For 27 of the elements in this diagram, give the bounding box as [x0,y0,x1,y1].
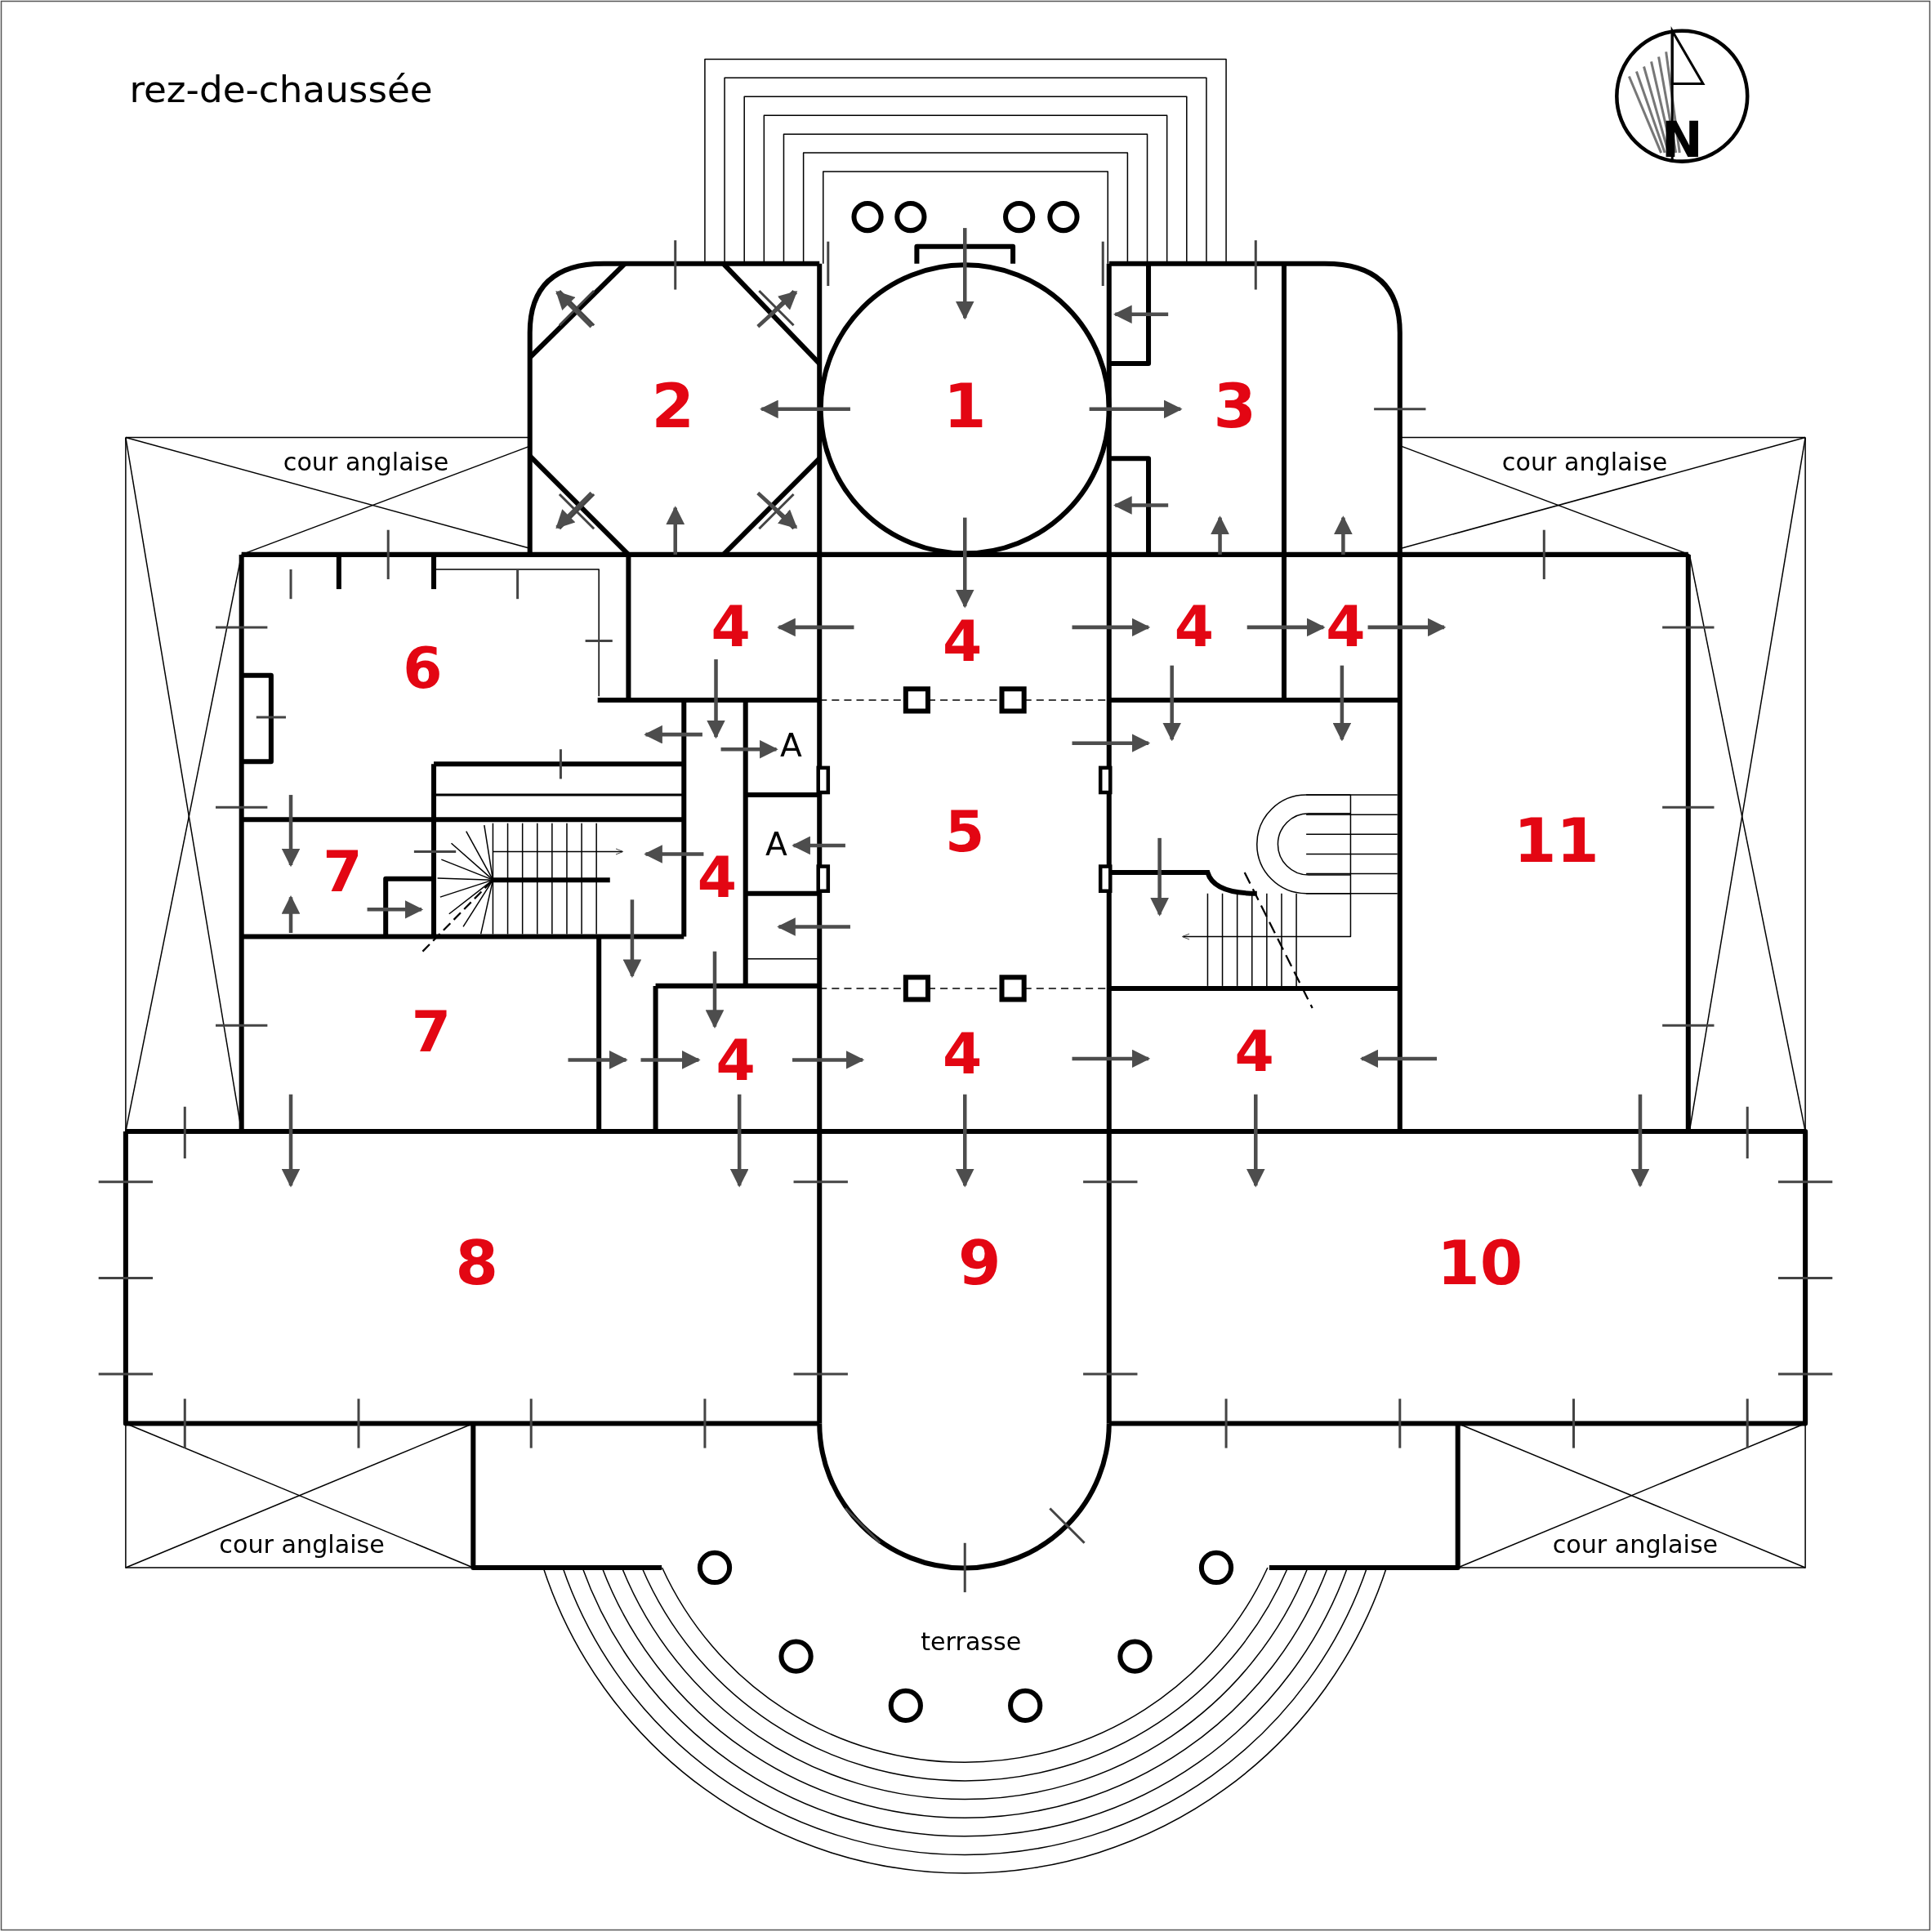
room-number: 2 [651,376,694,438]
area-label: cour anglaise [1552,1532,1719,1557]
area-label: cour anglaise [283,449,449,475]
room-letter: A [765,828,787,860]
room-number: 4 [1234,1023,1274,1080]
room-number: 11 [1513,810,1599,872]
room-number: 5 [945,803,985,860]
room-number: 4 [943,1025,983,1082]
room-number: 10 [1437,1232,1523,1295]
room-number: 6 [403,639,443,697]
title: rez-de-chaussée [129,71,433,109]
room-number: 9 [958,1232,1001,1295]
room-number: 7 [411,1003,452,1060]
area-label: cour anglaise [219,1532,385,1557]
room-number: 8 [455,1232,499,1295]
room-number: 1 [943,376,987,438]
room-number: 7 [323,842,363,900]
room-number: 4 [1326,597,1366,655]
room-number: 3 [1213,376,1256,438]
room-number: 4 [1174,597,1214,655]
room-number: 4 [697,849,738,906]
area-label: cour anglaise [1501,449,1668,475]
room-letter: A [780,730,802,762]
room-number: 4 [711,597,751,655]
room-number: 4 [943,612,983,670]
area-label: terrasse [921,1629,1022,1654]
room-number: 4 [716,1031,756,1089]
